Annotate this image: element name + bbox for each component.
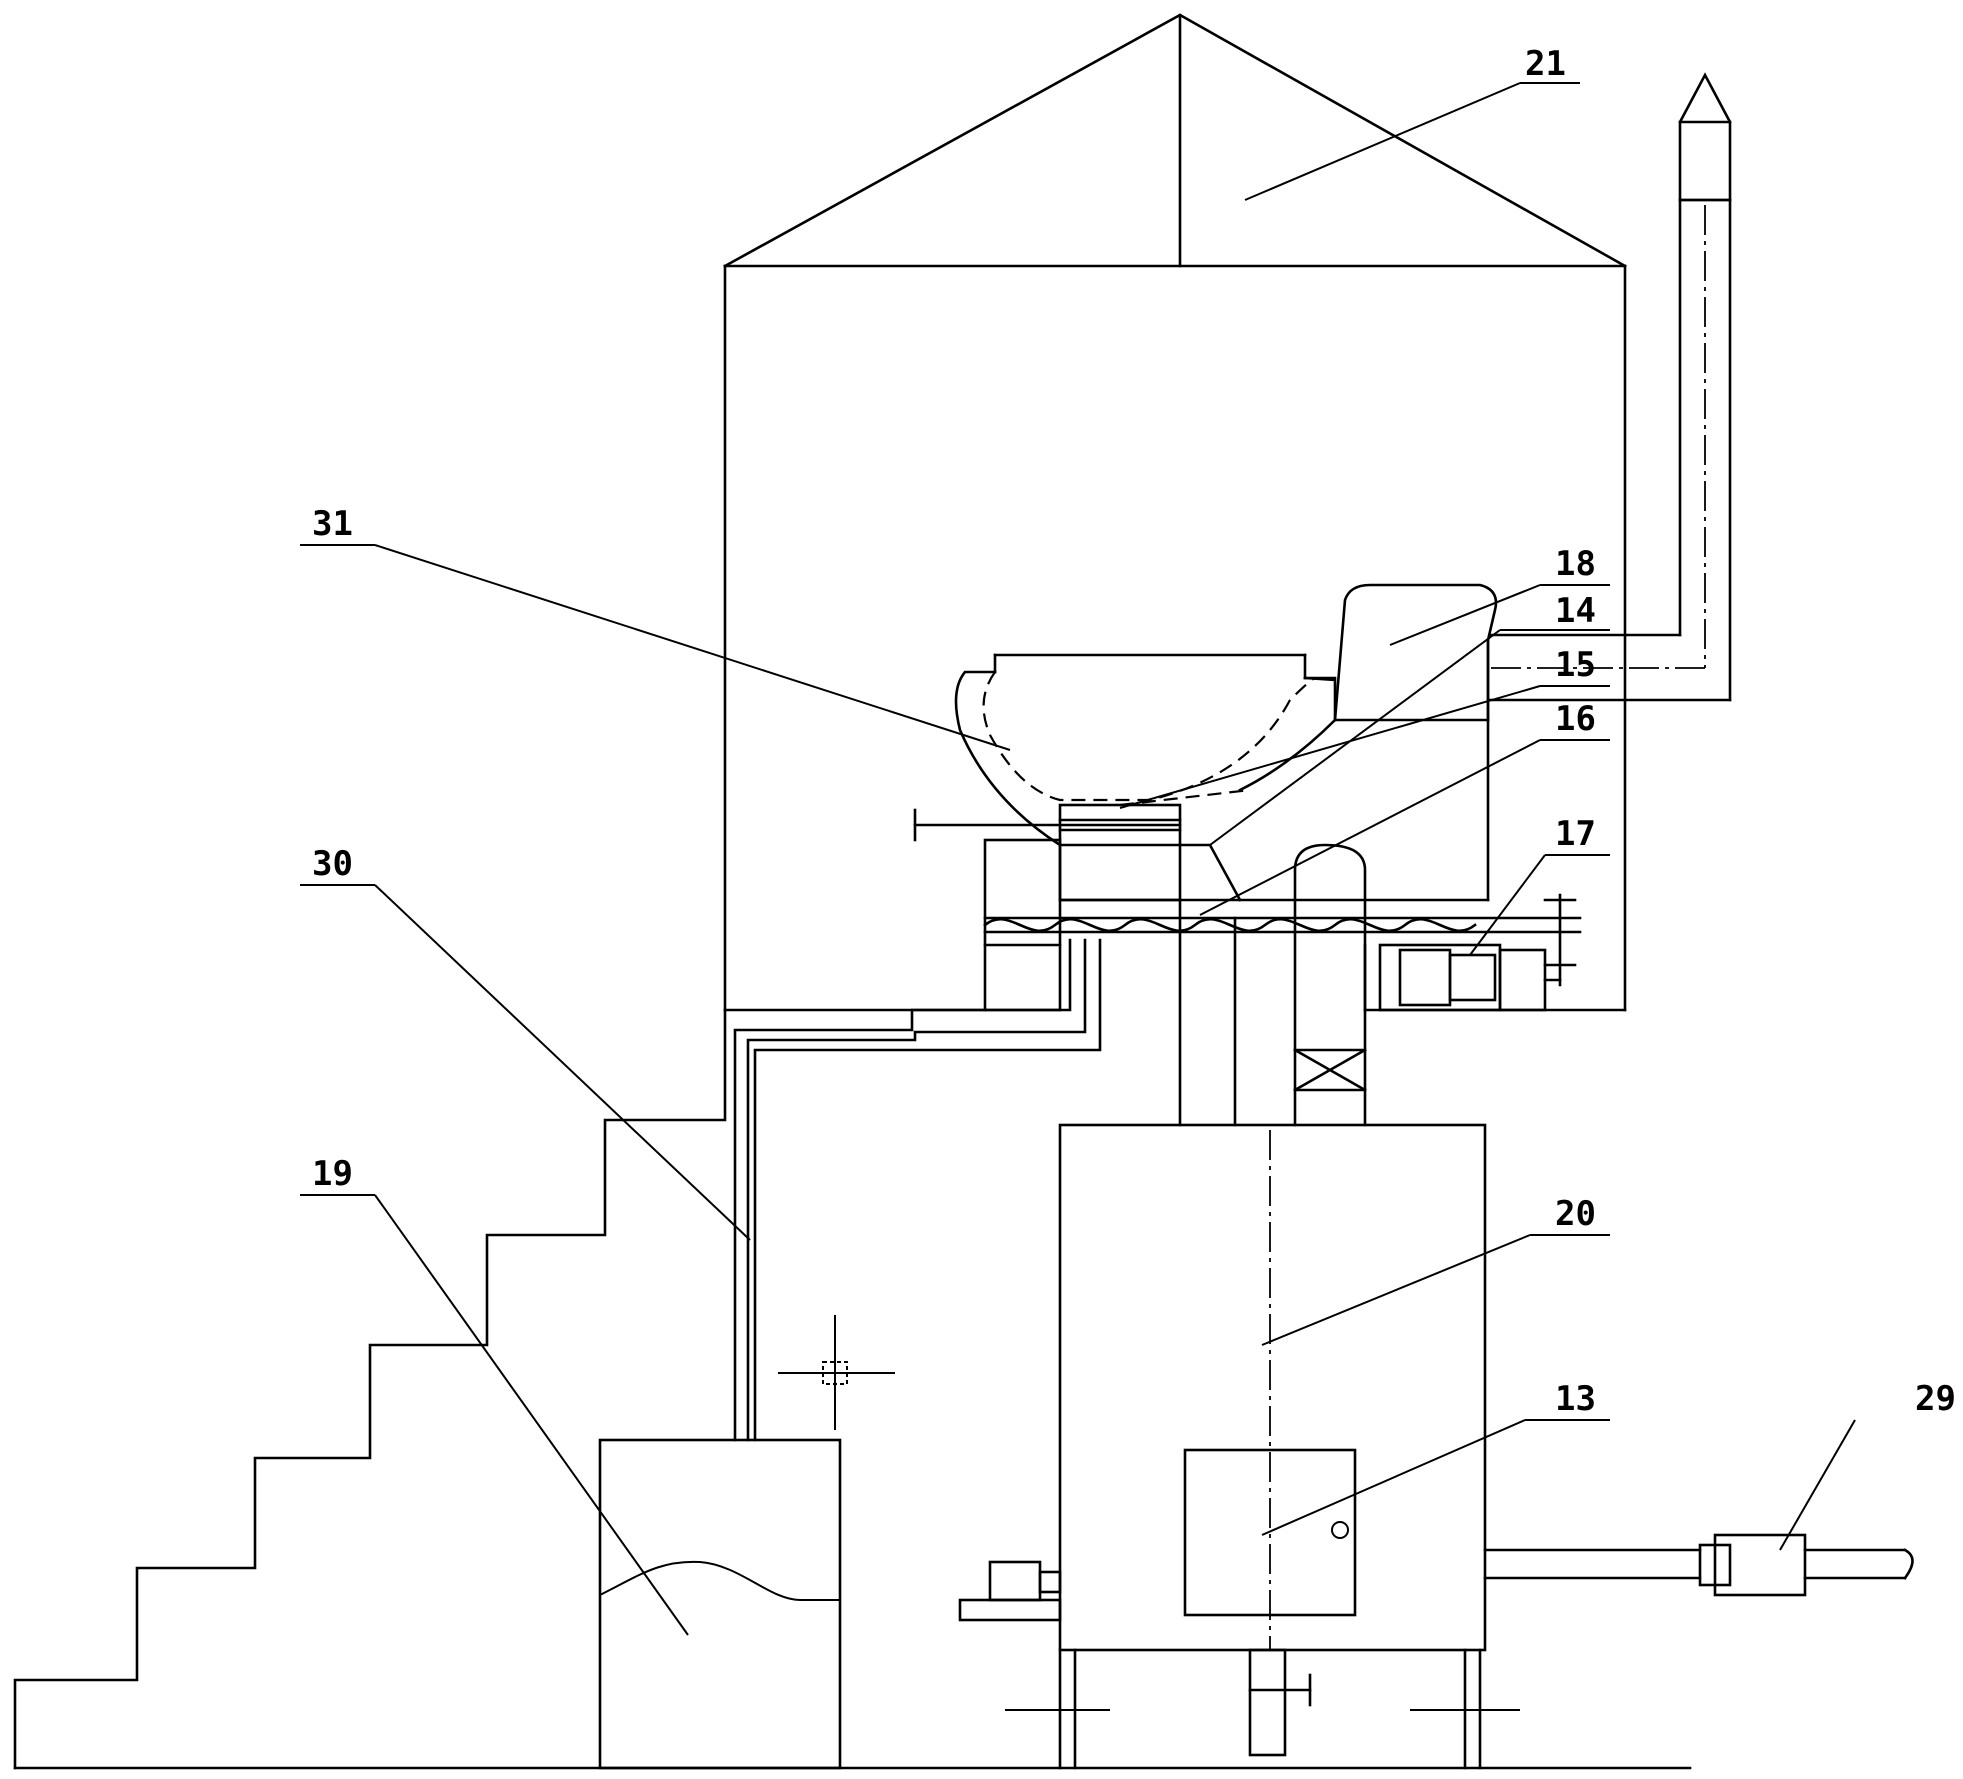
label-21: 21	[1525, 44, 1566, 84]
label-15: 15	[1555, 645, 1596, 685]
screw-conveyor	[985, 840, 1580, 1010]
chimney	[1490, 75, 1730, 700]
water-tank	[600, 1440, 840, 1768]
stairs	[15, 1010, 1690, 1768]
label-30: 30	[312, 844, 353, 884]
label-19: 19	[312, 1154, 353, 1194]
silo-building	[725, 15, 1625, 1010]
label-29: 29	[1915, 1379, 1956, 1419]
label-17: 17	[1555, 814, 1596, 854]
label-31: 31	[312, 504, 353, 544]
furnace	[960, 1125, 1520, 1768]
down-pipes	[1180, 845, 1365, 1125]
label-20: 20	[1555, 1194, 1596, 1234]
label-16: 16	[1555, 699, 1596, 739]
label-18: 18	[1555, 544, 1596, 584]
reference-mark	[778, 1315, 895, 1430]
label-13: 13	[1555, 1379, 1596, 1419]
feed-hopper	[915, 655, 1335, 900]
label-14: 14	[1555, 591, 1596, 631]
leader-lines	[300, 83, 1855, 1635]
feed-pipe	[735, 940, 1100, 1440]
side-feeder	[1485, 1535, 1913, 1595]
part-labels: 21 31 18 14 15 16 17 30 20 19 13 29	[312, 44, 1956, 1419]
